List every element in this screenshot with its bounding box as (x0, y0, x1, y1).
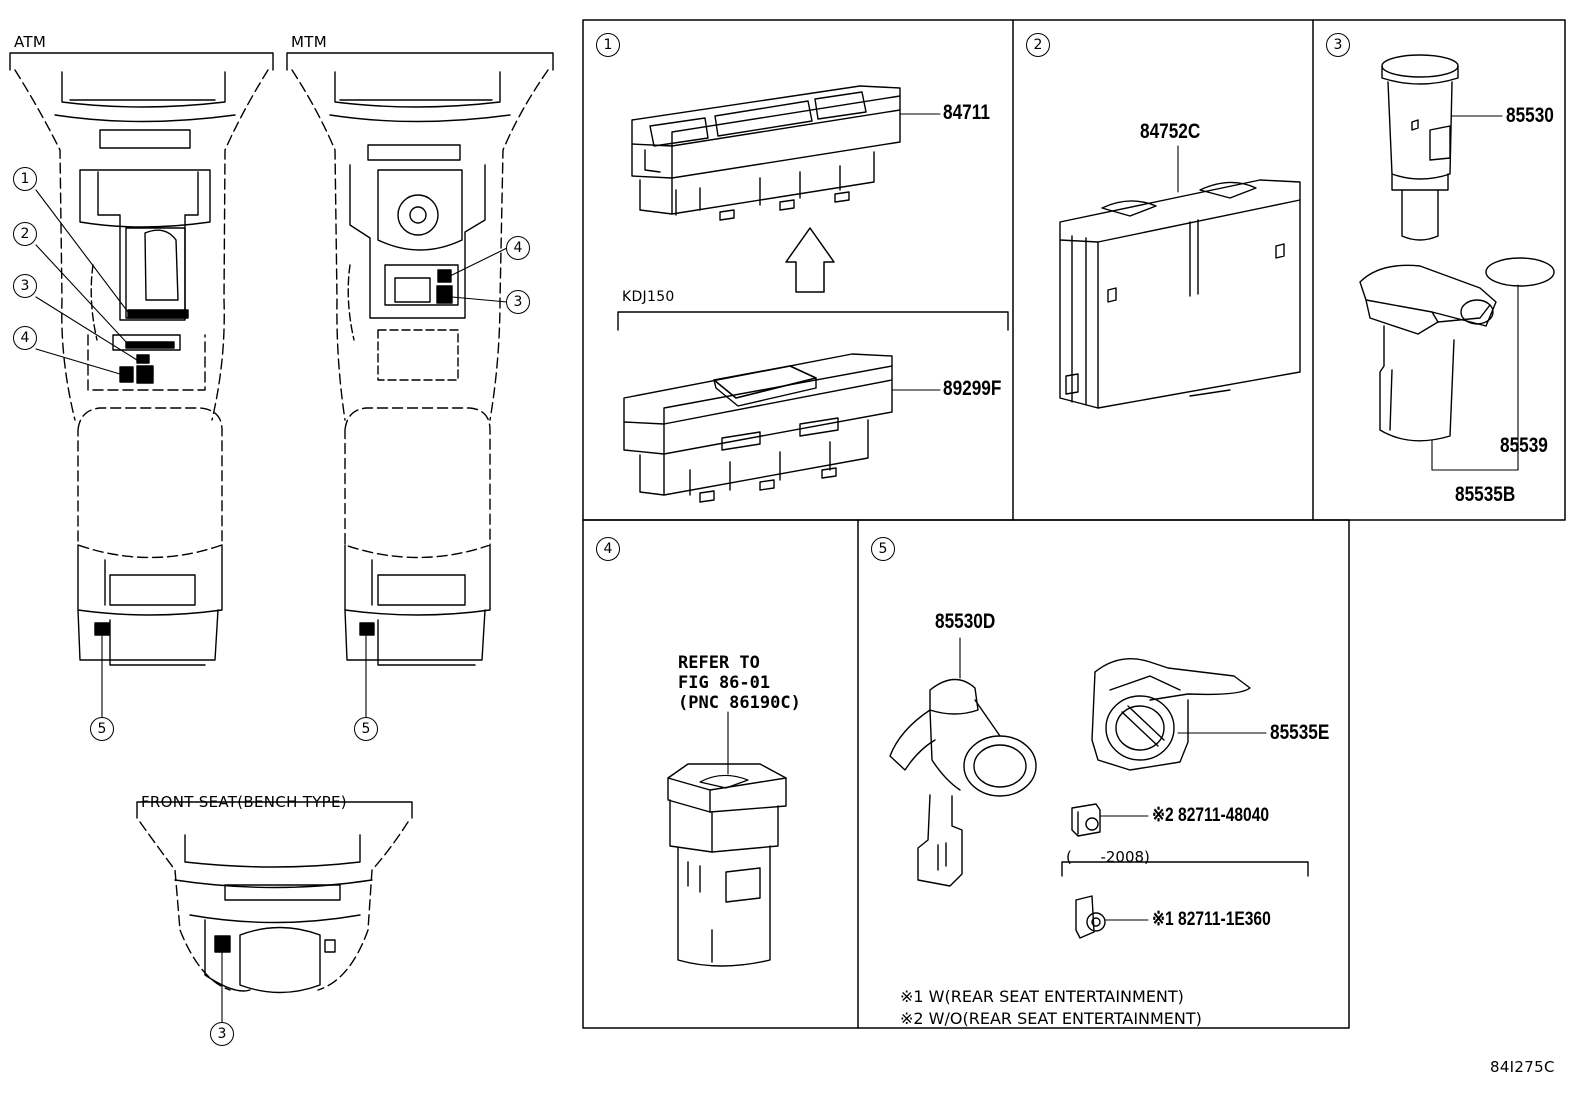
range-bracket (1061, 861, 1309, 877)
switch-89299f-drawing (623, 353, 893, 503)
part-number-84752c: 84752C (1140, 120, 1201, 143)
panel-5-number: 5 (871, 537, 895, 561)
clip-82711-1e360-drawing (1075, 895, 1106, 939)
footnote-1: ※1 W(REAR SEAT ENTERTAINMENT) (900, 987, 1184, 1006)
callout-bench-3: 3 (210, 1022, 234, 1046)
panel-3-number: 3 (1326, 33, 1350, 57)
panel-frame (582, 19, 1566, 1029)
part-number-89299f: 89299F (943, 377, 1002, 400)
kdj150-bracket (617, 311, 1009, 331)
switch-86190c-drawing (667, 763, 787, 967)
part-number-82711-1e360: ※1 82711-1E360 (1152, 909, 1271, 930)
socket-85535e-drawing (1091, 658, 1251, 771)
callout-atm-4: 4 (13, 326, 37, 350)
overview-leaders (35, 189, 508, 1024)
callout-mtm-3: 3 (506, 290, 530, 314)
panel-4-number: 4 (596, 537, 620, 561)
kdj150-label: KDJ150 (622, 289, 675, 305)
atm-label: ATM (14, 33, 47, 51)
mtm-label: MTM (291, 33, 327, 51)
part-number-82711-48040: ※2 82711-48040 (1152, 805, 1270, 826)
part-number-85530: 85530 (1506, 104, 1554, 127)
part-number-84711: 84711 (943, 101, 990, 124)
part-number-85530d: 85530D (935, 610, 996, 633)
part-number-85535e: 85535E (1270, 721, 1330, 744)
section-brackets (9, 52, 554, 819)
atm-console-drawing (14, 69, 269, 666)
bench-type-label: FRONT SEAT(BENCH TYPE) (141, 793, 347, 811)
clip-82711-48040-drawing (1071, 803, 1101, 837)
mtm-console-drawing (291, 69, 549, 666)
part-number-85535b: 85535B (1455, 483, 1516, 506)
illustration-id: 84I275C (1490, 1058, 1555, 1076)
part-number-85539: 85539 (1500, 434, 1548, 457)
bench-console-drawing (139, 821, 409, 994)
p1-leaders (891, 113, 941, 391)
panel-2-number: 2 (1026, 33, 1050, 57)
ecu-84752c-drawing (1059, 179, 1301, 409)
model-year-range-label: ( -2008) (1066, 848, 1150, 866)
panel-1-number: 1 (596, 33, 620, 57)
refer-to-fig-note: REFER TO FIG 86-01 (PNC 86190C) (678, 653, 801, 713)
callout-atm-2: 2 (13, 222, 37, 246)
callout-mtm-5: 5 (354, 717, 378, 741)
callout-mtm-4: 4 (506, 236, 530, 260)
footnote-2: ※2 W/O(REAR SEAT ENTERTAINMENT) (900, 1009, 1202, 1028)
callout-atm-5: 5 (90, 717, 114, 741)
callout-atm-3: 3 (13, 274, 37, 298)
socket-85530-drawing (1381, 54, 1459, 241)
socket-85535b-drawing (1359, 257, 1555, 442)
socket-85530d-drawing (889, 678, 1037, 887)
callout-atm-1: 1 (13, 167, 37, 191)
up-arrow (785, 227, 835, 293)
p3-leaders (1431, 115, 1519, 471)
switch-84711-drawing (631, 85, 901, 221)
p5-leaders (959, 637, 1267, 921)
